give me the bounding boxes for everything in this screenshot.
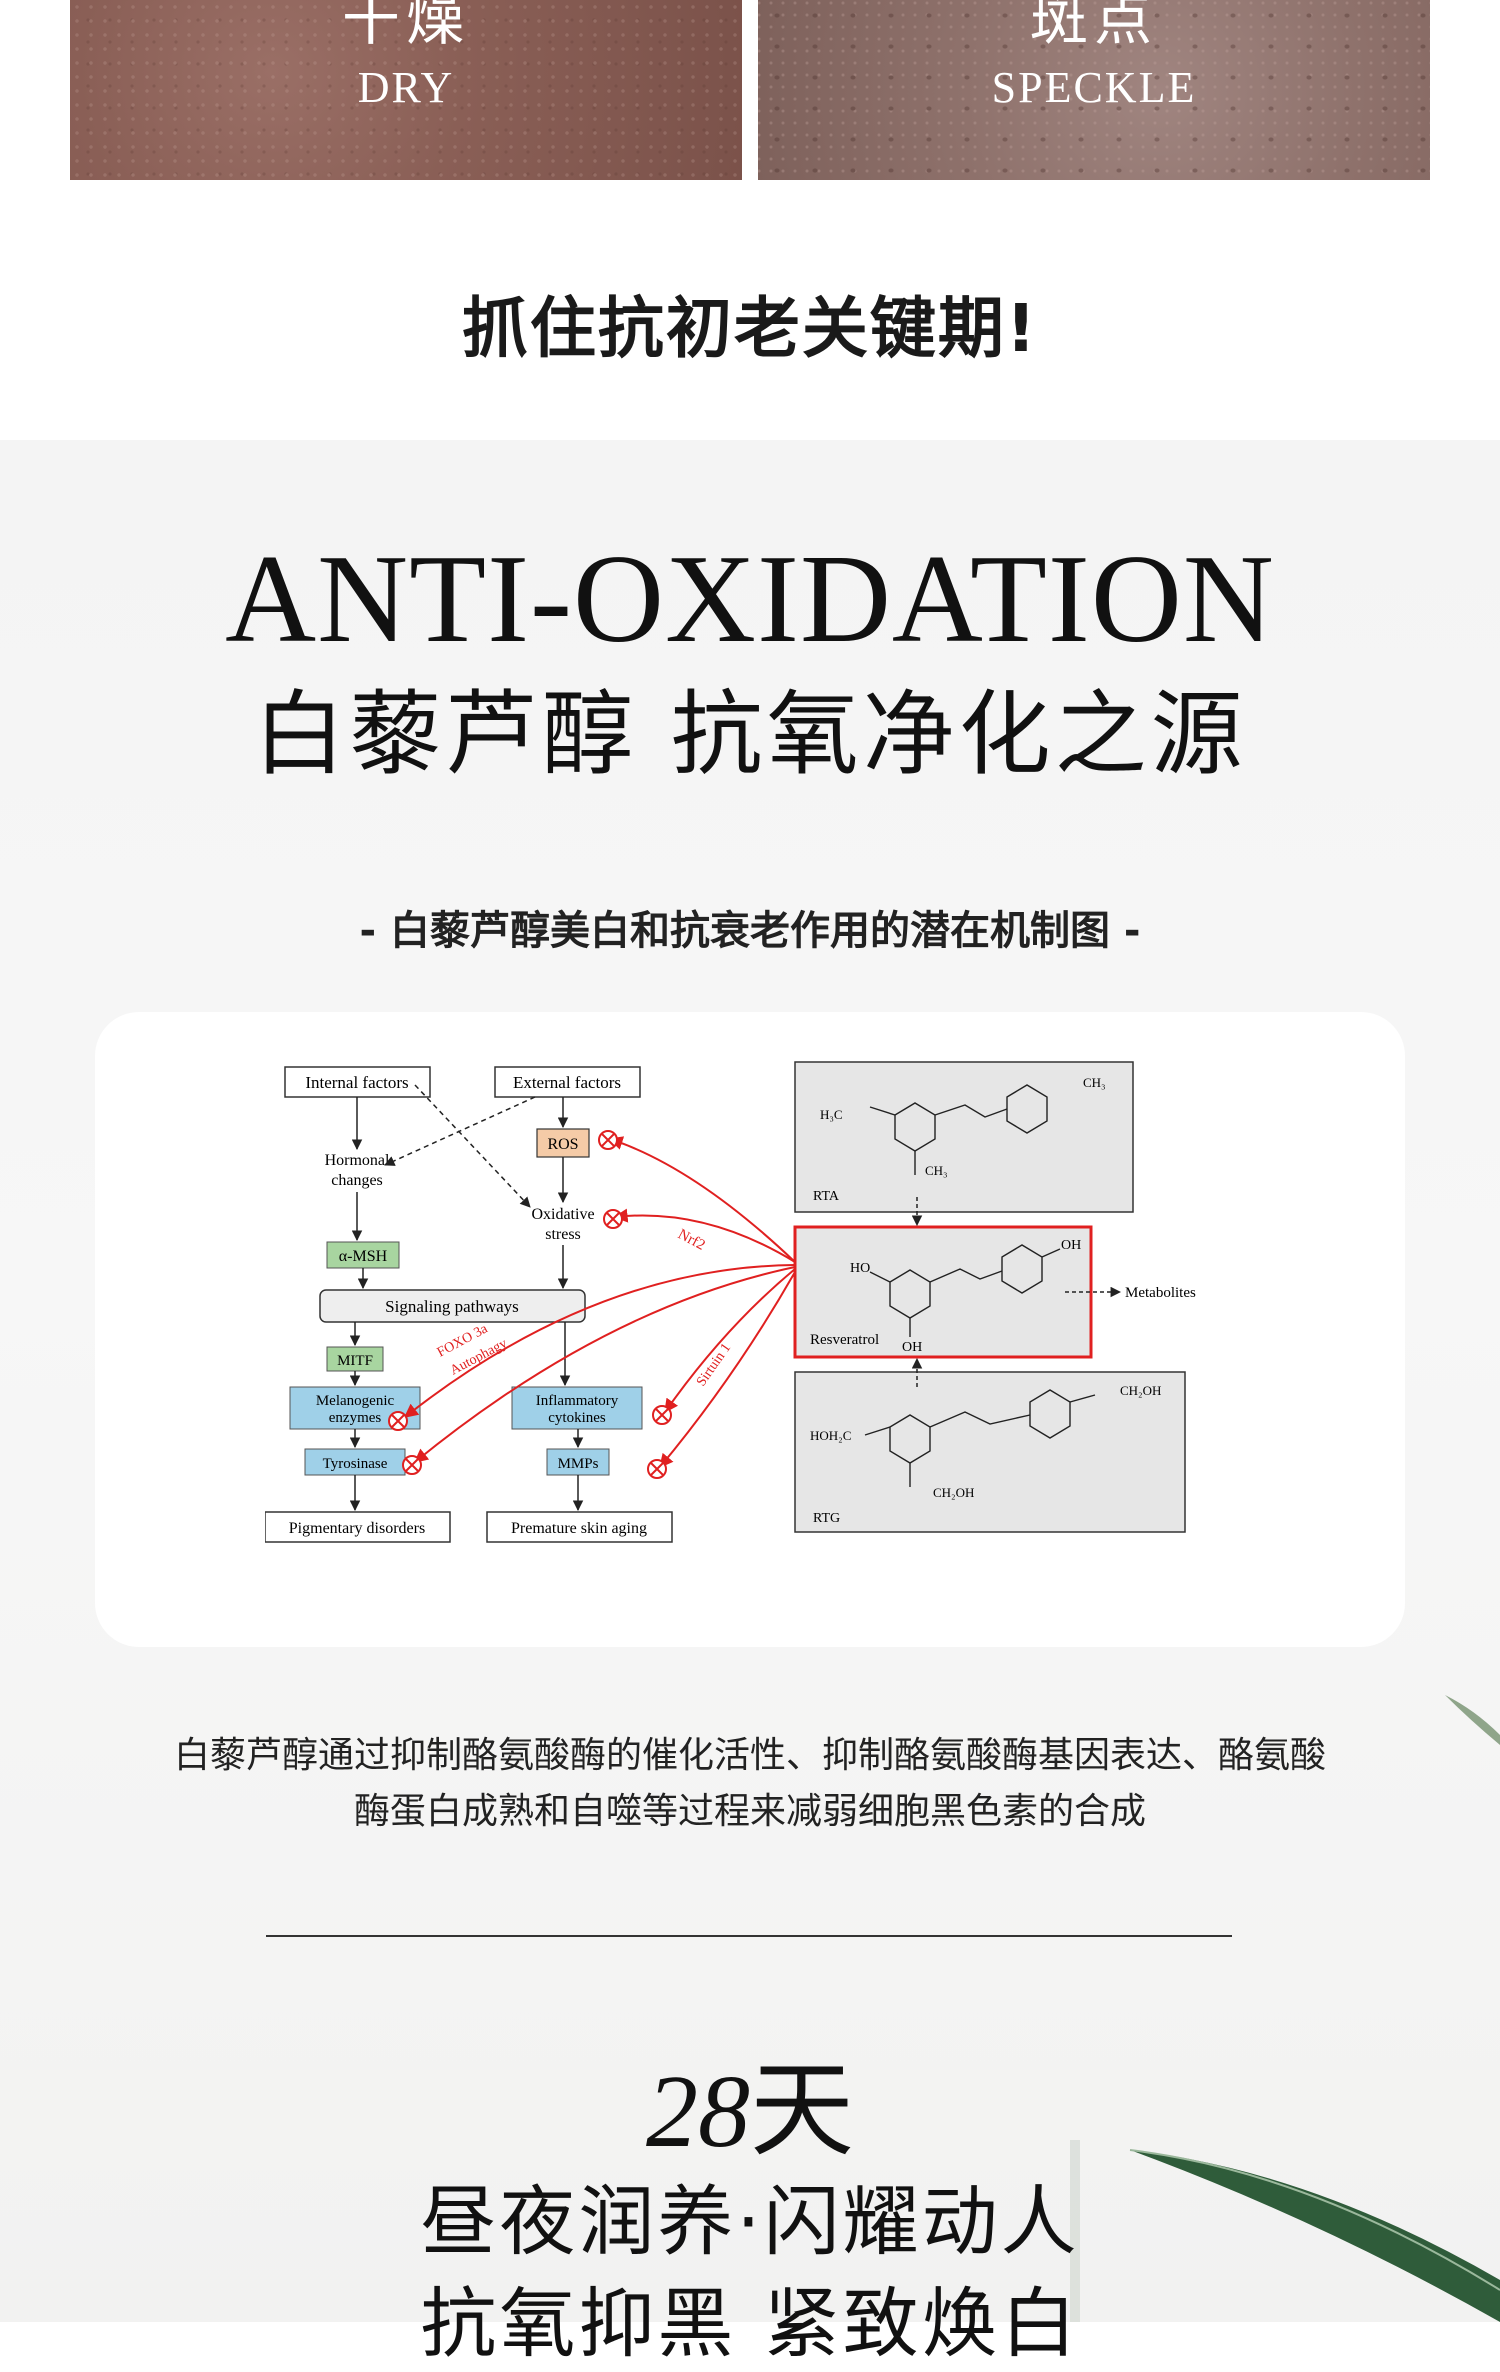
mechanism-description: 白藜芦醇通过抑制酪氨酸酶的催化活性、抑制酪氨酸酶基因表达、酪氨酸 酶蛋白成熟和自… xyxy=(0,1728,1500,1840)
leaf-decoration-small xyxy=(1445,1695,1500,1745)
melanogenic-label-2: enzymes xyxy=(329,1410,382,1426)
divider-line xyxy=(266,1935,1232,1937)
skin-label-cn: 斑点 xyxy=(1029,0,1158,53)
skin-texture xyxy=(758,0,1430,180)
skin-label-cn: 干燥 xyxy=(341,0,470,53)
molecule-rtg xyxy=(864,1389,1096,1487)
skin-label-en: DRY xyxy=(357,63,455,112)
mmps-label: MMPs xyxy=(558,1456,599,1472)
diagram-card: Internal factors External factors Hormon… xyxy=(95,1012,1405,1647)
rta-ch3-2: CH₃ xyxy=(925,1163,948,1178)
rtg-structure-box xyxy=(794,1371,1186,1533)
leaf-decoration-large xyxy=(1070,2140,1500,2322)
signaling-label: Signaling pathways xyxy=(385,1297,519,1316)
ros-label: ROS xyxy=(547,1136,578,1153)
hormonal-label-2: changes xyxy=(331,1172,383,1189)
resveratrol-oh-2: OH xyxy=(902,1340,922,1355)
inflammatory-box xyxy=(511,1386,643,1430)
structure-arrows xyxy=(911,1197,1122,1387)
pigmentary-box xyxy=(265,1511,451,1543)
rta-ch3: CH₃ xyxy=(1083,1075,1106,1090)
amsh-label: α-MSH xyxy=(339,1248,388,1265)
rtg-ch2oh: CH₂OH xyxy=(1120,1383,1161,1398)
molecule-rta xyxy=(869,1084,1048,1175)
internal-factors-label: Internal factors xyxy=(305,1073,408,1092)
slogan-line-2: 抗氧抑黑 紧致焕白 xyxy=(420,2279,1080,2368)
oxidative-label: Oxidative xyxy=(531,1206,594,1223)
duration-number: 28 xyxy=(645,2054,750,2169)
pigmentary-label: Pigmentary disorders xyxy=(289,1520,425,1537)
tyrosinase-label: Tyrosinase xyxy=(323,1456,388,1472)
rta-label: RTA xyxy=(813,1189,840,1204)
melanogenic-label: Melanogenic xyxy=(316,1393,395,1409)
title-cn: 白藜芦醇 抗氧净化之源 xyxy=(253,681,1247,788)
metabolites-label: Metabolites xyxy=(1125,1285,1196,1301)
signaling-box xyxy=(319,1289,586,1323)
external-factors-box xyxy=(494,1066,641,1098)
hormonal-label: Hormonal xyxy=(325,1152,390,1169)
duration-heading: 28天 xyxy=(0,2025,1500,2176)
diagram-subtitle: - 白藜芦醇美白和抗衰老作用的潜在机制图 - xyxy=(359,908,1141,954)
resveratrol-label: Resveratrol xyxy=(810,1332,879,1348)
aging-box xyxy=(486,1511,673,1543)
skin-image-speckle: 斑点 SPECKLE xyxy=(758,0,1430,180)
mmps-box xyxy=(546,1448,610,1476)
title-en: ANTI-OXIDATION xyxy=(225,530,1275,669)
rta-h3c: H₃C xyxy=(820,1107,843,1122)
external-factors-label: External factors xyxy=(513,1073,621,1092)
inflammatory-label-2: cytokines xyxy=(548,1410,606,1426)
amsh-box xyxy=(326,1241,400,1269)
mitf-label: MITF xyxy=(337,1353,373,1369)
resveratrol-oh: OH xyxy=(1061,1238,1081,1253)
aging-label: Premature skin aging xyxy=(511,1520,647,1537)
resveratrol-ho: HO xyxy=(850,1261,870,1276)
pathway-arrows xyxy=(349,1084,584,1512)
mechanism-diagram: Internal factors External factors Hormon… xyxy=(265,1061,1196,1543)
description-line-2: 酶蛋白成熟和自噬等过程来减弱细胞黑色素的合成 xyxy=(353,1791,1146,1832)
rtg-hoh2c: HOH₂C xyxy=(810,1428,851,1443)
resveratrol-structure-box xyxy=(793,1225,1093,1359)
internal-factors-box xyxy=(284,1066,431,1098)
headline: 抓住抗初老关键期! xyxy=(461,290,1039,367)
skin-label-en: SPECKLE xyxy=(991,63,1197,112)
molecule-resveratrol xyxy=(869,1244,1061,1337)
tyrosinase-box xyxy=(304,1448,406,1476)
nrf2-label: Nrf2 xyxy=(675,1226,708,1253)
description-line-1: 白藜芦醇通过抑制酪氨酸酶的催化活性、抑制酪氨酸酶基因表达、酪氨酸 xyxy=(173,1735,1326,1776)
inhibition-symbols xyxy=(388,1130,672,1479)
slogan-line-1: 昼夜润养·闪耀动人 xyxy=(420,2177,1080,2266)
rtg-label: RTG xyxy=(813,1511,840,1526)
inflammatory-label: Inflammatory xyxy=(536,1393,619,1409)
rta-structure-box xyxy=(794,1061,1134,1213)
skin-texture xyxy=(70,0,742,180)
oxidative-label-2: stress xyxy=(545,1226,581,1243)
skin-image-dry: 干燥 DRY xyxy=(70,0,742,180)
inhibition-arrows xyxy=(403,1136,796,1469)
duration-unit: 天 xyxy=(749,2049,854,2171)
rtg-ch2oh-2: CH₂OH xyxy=(933,1485,974,1500)
